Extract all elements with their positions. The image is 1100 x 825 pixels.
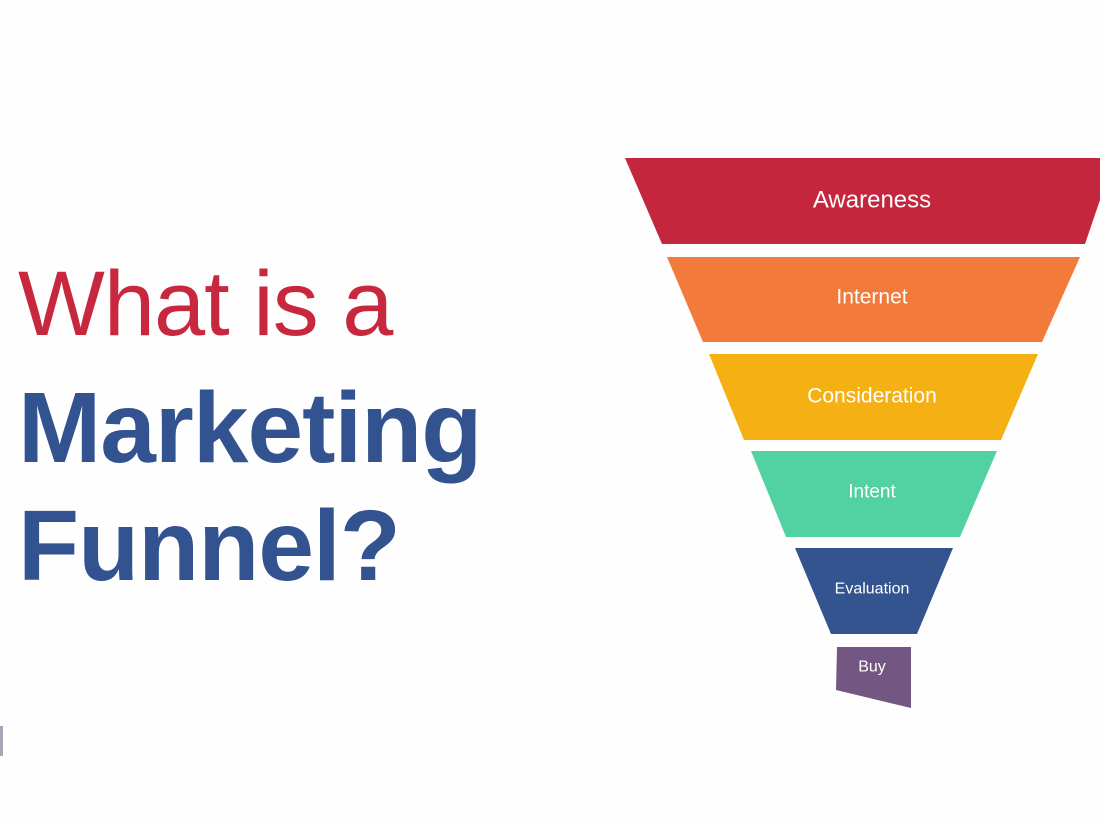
- left-edge-artifact: [0, 726, 3, 756]
- title-line-marketing: Marketing: [18, 372, 482, 484]
- funnel-stage-buy: Buy: [836, 647, 911, 708]
- funnel-stage-intent: Intent: [751, 451, 997, 537]
- stage-label: Consideration: [807, 385, 937, 408]
- stage-label: Evaluation: [835, 581, 910, 598]
- funnel-stage-consideration: Consideration: [709, 354, 1038, 440]
- funnel-stage-evaluation: Evaluation: [795, 548, 953, 634]
- funnel-stage-awareness: Awareness: [625, 158, 1100, 244]
- stage-label: Internet: [836, 286, 907, 309]
- title-line-funnel: Funnel?: [18, 490, 401, 602]
- title-line-what-is-a: What is a: [18, 253, 393, 355]
- stage-label: Intent: [848, 482, 896, 503]
- stage-label: Buy: [858, 659, 886, 676]
- stage-label: Awareness: [813, 187, 931, 214]
- funnel-stage-internet: Internet: [667, 257, 1080, 342]
